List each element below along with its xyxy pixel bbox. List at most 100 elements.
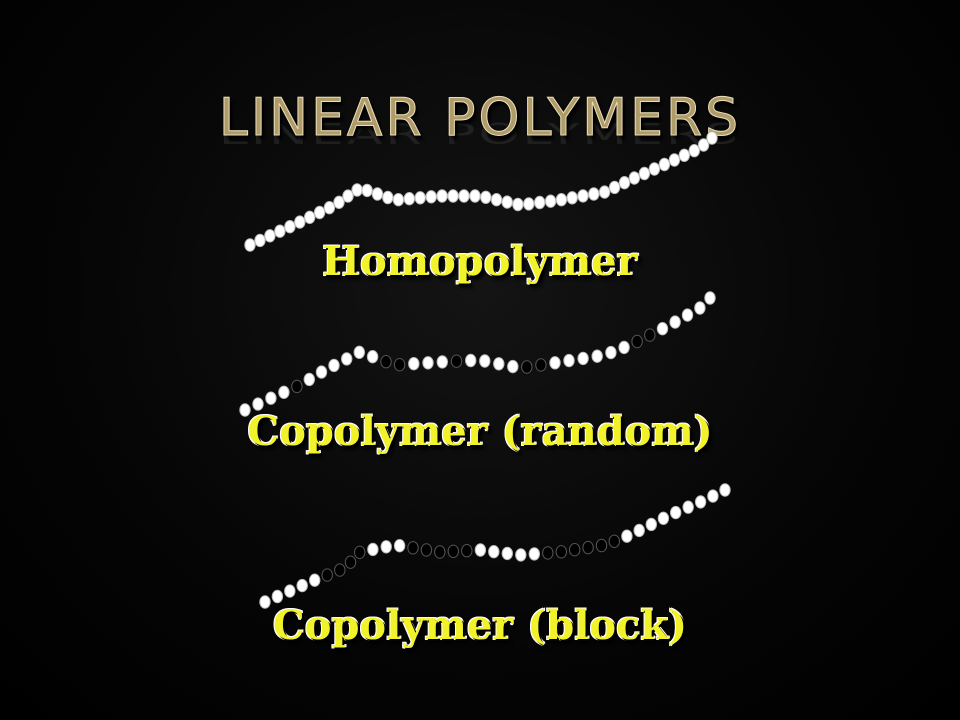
monomer-bead-white: [239, 403, 251, 417]
monomer-bead-white: [618, 176, 631, 190]
monomer-bead-white: [309, 573, 321, 587]
monomer-bead-white: [392, 193, 405, 207]
monomer-bead-white: [284, 584, 296, 598]
monomer-bead-white: [313, 205, 326, 220]
monomer-bead-white: [366, 350, 379, 364]
monomer-bead-white: [474, 543, 487, 557]
monomer-bead-black: [380, 355, 392, 369]
monomer-bead-white: [694, 301, 706, 315]
monomer-bead-white: [304, 210, 316, 225]
monomer-bead-white: [315, 365, 328, 379]
block-copolymer-chain: [259, 483, 731, 609]
monomer-bead-black: [631, 334, 643, 349]
monomer-bead-white: [608, 180, 621, 195]
monomer-bead-white: [658, 157, 671, 172]
monomer-bead-white: [598, 185, 611, 199]
monomer-bead-black: [569, 543, 581, 557]
monomer-bead-white: [523, 197, 535, 211]
monomer-bead-white: [577, 189, 589, 203]
monomer-bead-white: [422, 356, 434, 370]
monomer-bead-white: [657, 511, 670, 525]
block-copolymer-label: Copolymer (block): [272, 602, 688, 649]
monomer-bead-black: [461, 544, 473, 558]
monomer-bead-white: [719, 483, 731, 497]
monomer-bead-black: [407, 541, 419, 555]
monomer-bead-white: [507, 359, 519, 374]
monomer-bead-white: [656, 322, 669, 336]
monomer-bead-white: [341, 352, 353, 366]
monomer-bead-black: [420, 543, 433, 557]
monomer-bead-white: [371, 187, 384, 201]
monomer-bead-white: [670, 505, 682, 520]
monomer-bead-white: [501, 195, 513, 209]
monomer-bead-white: [323, 201, 336, 215]
monomer-bead-white: [403, 192, 415, 206]
monomer-bead-white: [628, 171, 641, 185]
random-copolymer-label: Copolymer (random): [247, 408, 713, 455]
slide-title: LINEAR POLYMERS: [218, 88, 742, 149]
monomer-bead-white: [605, 345, 617, 360]
monomer-bead-white: [493, 357, 505, 371]
monomer-bead-white: [618, 340, 630, 355]
monomer-bead-black: [393, 358, 406, 372]
homopolymer-chain: [244, 131, 718, 252]
monomer-bead-white: [648, 162, 661, 176]
monomer-bead-white: [480, 190, 492, 205]
monomer-bead-white: [704, 291, 716, 305]
monomer-bead-white: [681, 308, 694, 322]
monomer-bead-black: [535, 358, 547, 372]
monomer-bead-black: [291, 379, 303, 394]
random-copolymer-chain: [239, 291, 716, 417]
monomer-bead-white: [591, 349, 603, 363]
monomer-bead-white: [678, 148, 690, 163]
monomer-bead-white: [688, 144, 700, 158]
monomer-bead-black: [644, 328, 656, 342]
title-reflection: LINEAR POLYMERS: [218, 118, 742, 151]
monomer-bead-white: [512, 197, 524, 212]
monomer-bead-black: [595, 538, 608, 553]
monomer-bead-black: [542, 546, 554, 560]
monomer-bead-white: [534, 195, 546, 210]
monomer-bead-white: [252, 397, 264, 411]
monomer-bead-white: [706, 131, 718, 145]
monomer-bead-white: [697, 138, 710, 152]
monomer-bead-white: [436, 355, 448, 369]
monomer-bead-white: [382, 190, 394, 205]
monomer-bead-white: [490, 193, 503, 207]
monomer-bead-white: [380, 540, 392, 554]
monomer-bead-white: [645, 517, 657, 532]
monomer-bead-white: [694, 495, 707, 509]
monomer-bead-white: [408, 357, 420, 371]
monomer-bead-black: [354, 545, 366, 559]
monomer-bead-white: [501, 546, 513, 561]
monomer-bead-white: [633, 523, 645, 538]
monomer-bead-white: [544, 194, 557, 208]
monomer-bead-white: [555, 193, 568, 207]
monomer-bead-white: [436, 189, 448, 203]
monomer-bead-white: [351, 183, 363, 197]
monomer-bead-white: [488, 545, 500, 559]
monomer-bead-white: [259, 595, 271, 609]
monomer-bead-white: [479, 354, 491, 368]
monomer-bead-black: [334, 563, 346, 577]
monomer-bead-white: [264, 229, 276, 243]
monomer-bead-white: [549, 356, 561, 370]
monomer-bead-white: [353, 345, 365, 359]
monomer-bead-white: [342, 189, 354, 203]
monomer-bead-white: [447, 189, 459, 203]
monomer-bead-white: [588, 187, 600, 201]
monomer-bead-white: [414, 191, 426, 205]
monomer-bead-white: [682, 500, 694, 514]
monomer-bead-white: [515, 548, 527, 562]
monomer-bead-black: [321, 568, 333, 582]
monomer-bead-black: [447, 544, 459, 558]
monomer-bead-white: [274, 224, 286, 238]
monomer-bead-white: [621, 529, 633, 543]
monomer-bead-white: [244, 238, 256, 252]
monomer-bead-white: [265, 391, 277, 405]
monomer-bead-white: [668, 153, 681, 167]
monomer-bead-white: [528, 547, 540, 561]
monomer-bead-white: [669, 315, 681, 329]
monomer-bead-black: [582, 540, 594, 555]
